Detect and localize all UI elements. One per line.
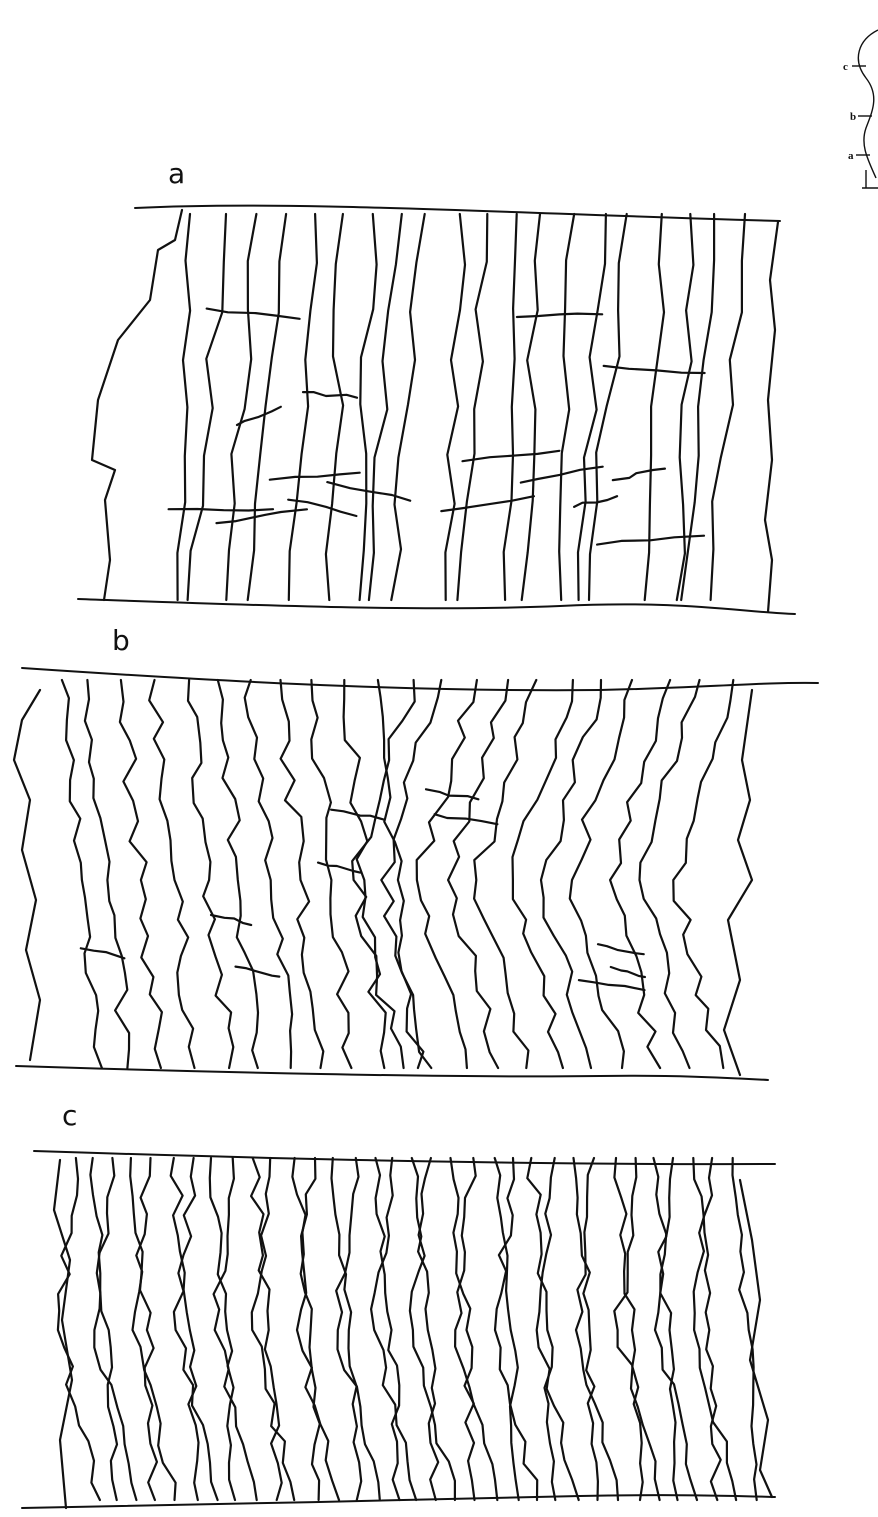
crack-line <box>457 214 487 600</box>
crack-line <box>522 214 540 600</box>
crack-line <box>130 1158 157 1500</box>
crack-line <box>344 680 386 1068</box>
crack-line <box>214 1158 257 1500</box>
crack-line <box>677 214 694 600</box>
panel-a-outline <box>92 210 778 612</box>
crack-line <box>640 680 700 1068</box>
crack-line <box>211 915 251 925</box>
crack-line <box>188 214 226 600</box>
crack-line <box>474 680 536 1068</box>
crack-line <box>537 1158 579 1500</box>
panel-b-bottom-edge <box>16 1066 768 1080</box>
panel-c-top-edge <box>34 1151 775 1164</box>
crack-line <box>574 496 617 507</box>
crack-line <box>495 1158 537 1500</box>
crack-line <box>133 1158 176 1500</box>
crack-line <box>613 469 665 481</box>
panel-label-a: a <box>168 157 185 190</box>
crack-line <box>120 680 162 1068</box>
crack-line <box>733 1158 757 1500</box>
panel-a-top-edge <box>135 206 780 221</box>
crack-line <box>412 1158 438 1500</box>
crack-line <box>251 1158 282 1500</box>
crack-line <box>517 314 602 317</box>
crack-line <box>655 1158 697 1500</box>
crack-line <box>210 1158 235 1500</box>
crack-line <box>559 214 574 600</box>
crack-line <box>332 1158 362 1500</box>
crack-line <box>448 680 508 1068</box>
crack-line <box>711 214 745 600</box>
crack-line <box>218 680 258 1068</box>
crack-line <box>376 1158 400 1500</box>
key-base <box>862 170 878 188</box>
crack-line <box>281 680 324 1068</box>
crack-line <box>426 789 478 799</box>
crack-line <box>327 482 410 501</box>
crack-line <box>598 944 644 954</box>
crack-line <box>504 214 517 600</box>
key-label-b: b <box>850 111 856 123</box>
crack-line <box>570 680 632 1068</box>
location-key: c b a <box>843 30 878 188</box>
key-label-a: a <box>848 150 854 162</box>
crack-line <box>579 980 645 990</box>
crack-line <box>645 214 664 600</box>
crack-line <box>495 1158 519 1500</box>
crack-line <box>236 967 280 977</box>
crack-line <box>614 1158 659 1500</box>
crack-line <box>371 1158 416 1500</box>
crack-line <box>681 214 714 600</box>
crack-line <box>289 214 317 600</box>
crack-line <box>62 680 102 1068</box>
key-profile-curve <box>858 30 878 178</box>
crack-line <box>326 214 343 600</box>
crack-line <box>81 948 125 958</box>
crack-line <box>188 680 233 1068</box>
crack-line <box>541 680 601 1068</box>
crack-line <box>654 1158 678 1500</box>
crack-line <box>318 863 360 873</box>
crack-line <box>614 1158 642 1500</box>
crack-line <box>226 214 256 600</box>
panel-label-b: b <box>112 624 130 657</box>
crack-line <box>576 1158 618 1500</box>
key-label-c: c <box>843 61 848 73</box>
crack-line <box>303 392 357 398</box>
crack-line <box>174 1158 218 1500</box>
crack-line <box>435 814 498 824</box>
crack-line <box>149 680 194 1068</box>
panel-c-cracks <box>58 1158 757 1500</box>
panel-a-bottom-edge <box>78 599 795 614</box>
panel-label-c: c <box>62 1099 77 1132</box>
panel-b: b <box>14 624 818 1080</box>
crack-line <box>455 1158 497 1500</box>
crack-line <box>288 500 356 516</box>
crack-line <box>85 680 129 1068</box>
crack-line <box>451 1158 475 1500</box>
crack-line <box>245 680 292 1068</box>
crack-line <box>369 214 402 600</box>
panel-a-cracks <box>169 214 745 600</box>
panel-b-cracks <box>62 680 733 1068</box>
crack-line <box>463 451 560 461</box>
crack-line <box>417 680 477 1068</box>
crack-line <box>391 214 424 600</box>
crack-line <box>270 473 360 480</box>
crack-line <box>177 214 190 600</box>
panel-a: a <box>78 157 795 614</box>
panel-c: c <box>22 1099 775 1508</box>
crack-line <box>527 1158 555 1500</box>
